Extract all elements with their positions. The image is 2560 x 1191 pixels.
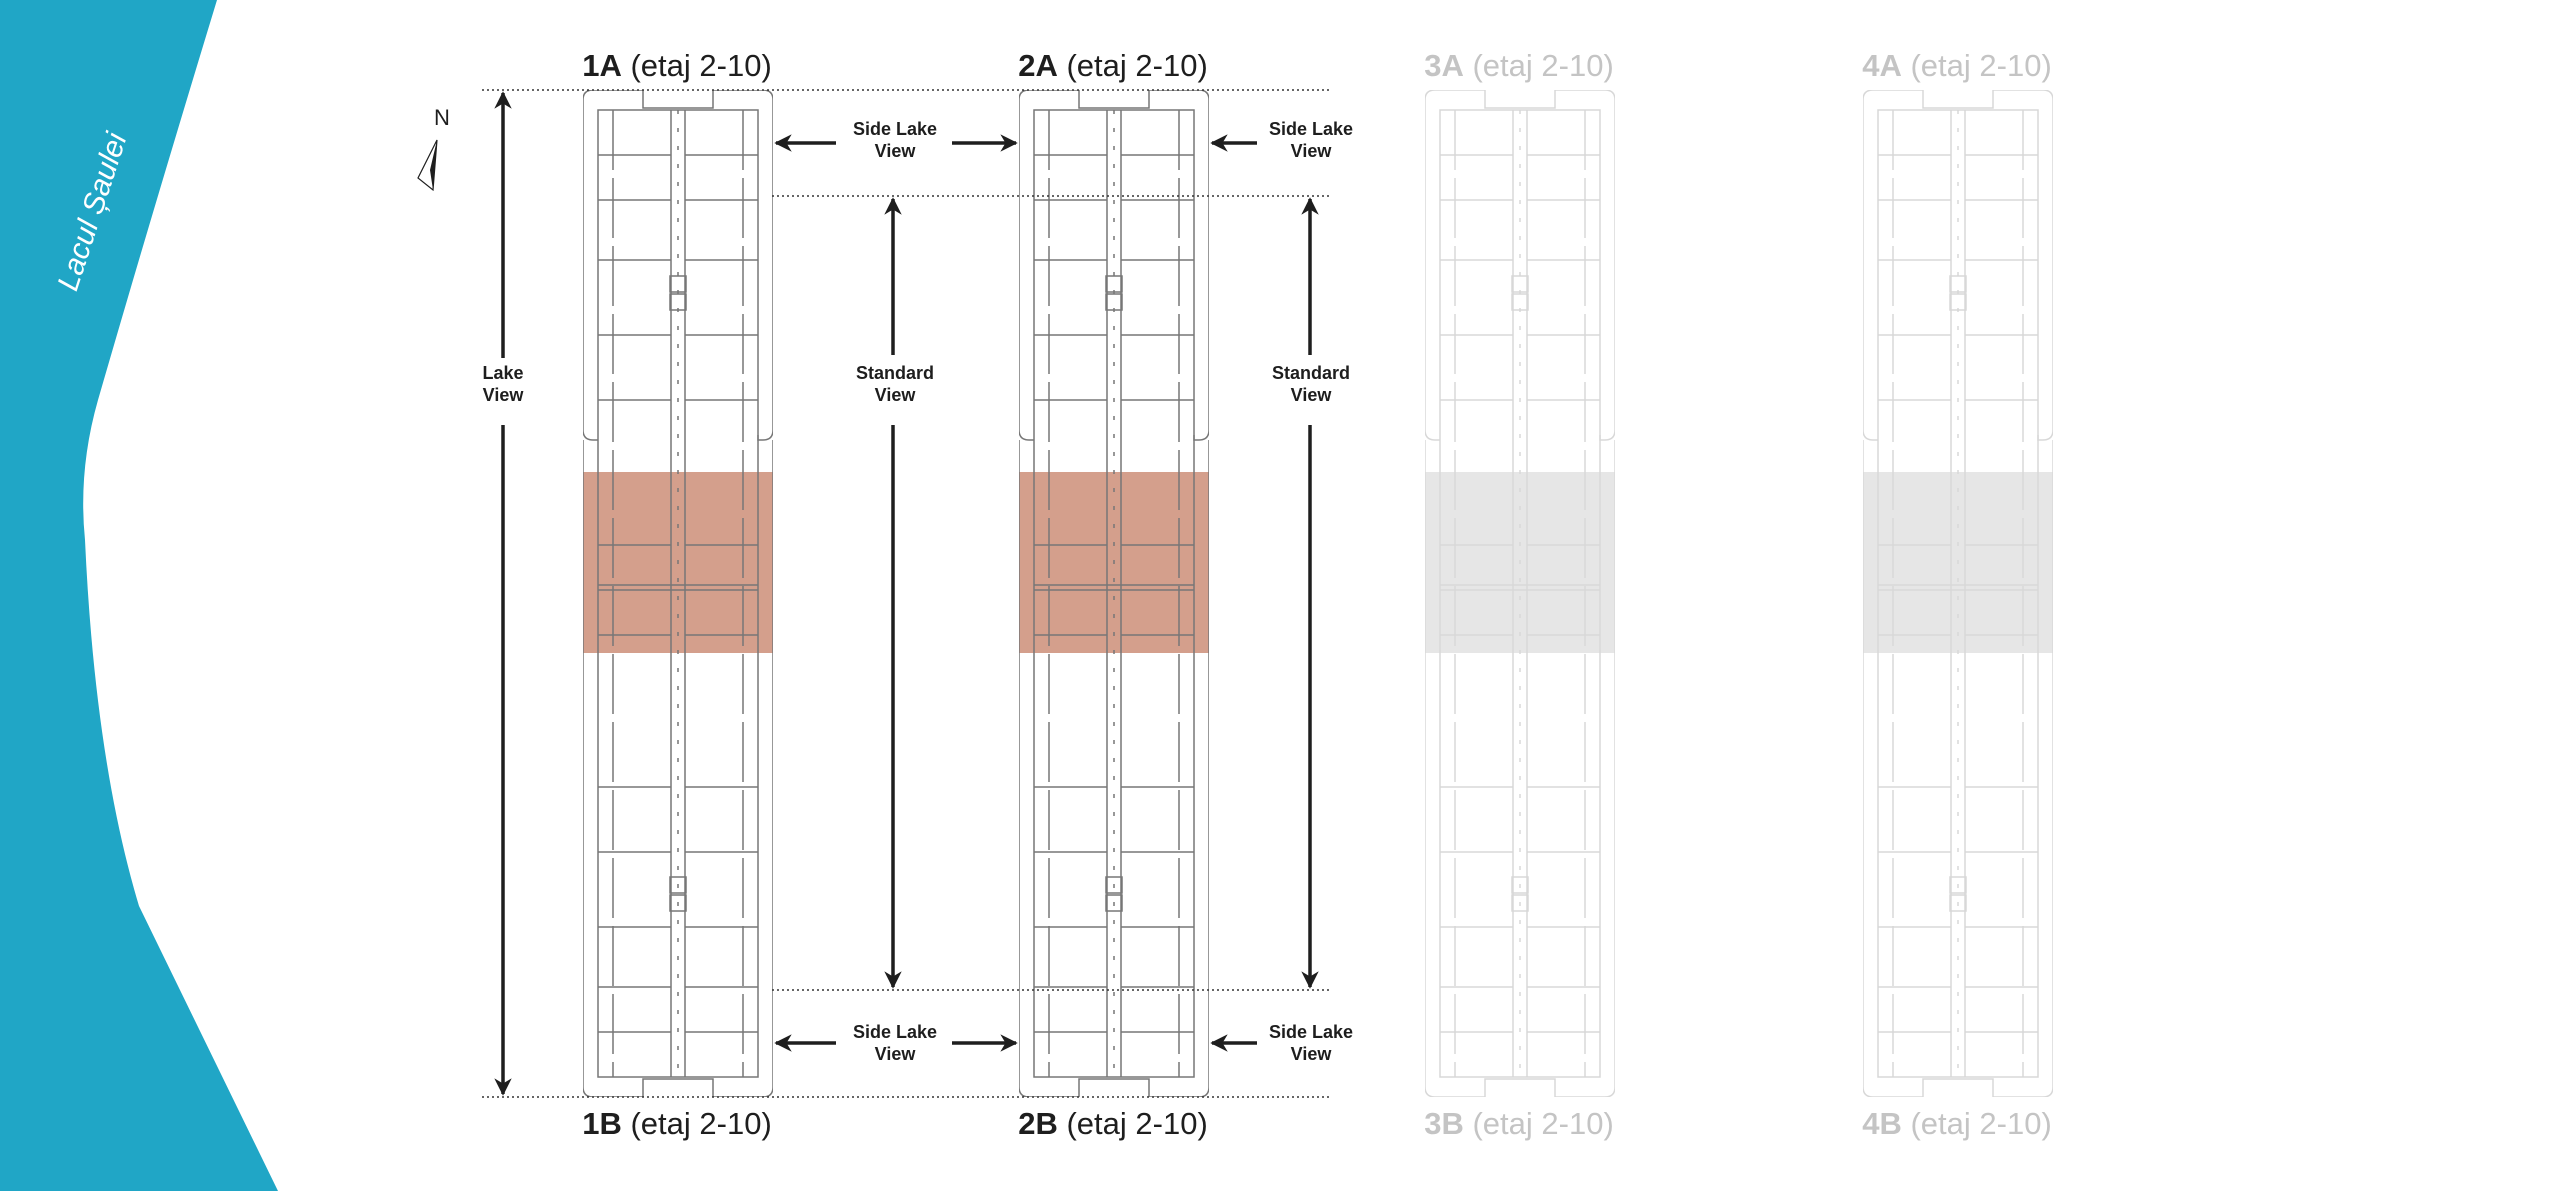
building-3b-title: 3B (etaj 2-10) (1424, 1106, 1614, 1142)
label-line: View (874, 141, 916, 161)
building-code: 1A (582, 48, 622, 83)
floor-range: (etaj 2-10) (1472, 1106, 1614, 1141)
compass-label: N (434, 105, 450, 130)
label-line: Side Lake (852, 119, 938, 139)
label-line: View (1290, 141, 1332, 161)
label-line: View (874, 385, 916, 405)
label-line: View (1290, 385, 1332, 405)
label-line: Side Lake (852, 1022, 938, 1042)
view-arrows (494, 91, 1319, 1096)
label-line: Standard (855, 363, 935, 383)
lake-shape (0, 0, 278, 1191)
building-4b-title: 4B (etaj 2-10) (1862, 1106, 2052, 1142)
floor-range: (etaj 2-10) (1472, 48, 1614, 83)
floor-range: (etaj 2-10) (630, 1106, 772, 1141)
building-4a-title: 4A (etaj 2-10) (1862, 48, 2052, 84)
building-code: 3B (1424, 1106, 1464, 1141)
label-line: View (1290, 1044, 1332, 1064)
label-line: Lake (482, 363, 524, 383)
floor-range: (etaj 2-10) (1066, 1106, 1208, 1141)
building-code: 2A (1018, 48, 1058, 83)
building-code: 4B (1862, 1106, 1902, 1141)
floor-range: (etaj 2-10) (1910, 1106, 2052, 1141)
building-code: 3A (1424, 48, 1464, 83)
building-1b-title[interactable]: 1B (etaj 2-10) (582, 1106, 772, 1142)
label-line: Standard (1271, 363, 1351, 383)
north-arrow-icon (417, 139, 438, 192)
building-2a-title[interactable]: 2A (etaj 2-10) (1018, 48, 1208, 84)
label-line: View (874, 1044, 916, 1064)
building-3a-title: 3A (etaj 2-10) (1424, 48, 1614, 84)
floor-range: (etaj 2-10) (630, 48, 772, 83)
label-line: View (482, 385, 524, 405)
building-code: 1B (582, 1106, 622, 1141)
floor-range: (etaj 2-10) (1910, 48, 2052, 83)
building-2b-title[interactable]: 2B (etaj 2-10) (1018, 1106, 1208, 1142)
floor-range: (etaj 2-10) (1066, 48, 1208, 83)
dotted-guides (482, 89, 1331, 1098)
label-line: Side Lake (1268, 119, 1354, 139)
building-code: 4A (1862, 48, 1902, 83)
label-line: Side Lake (1268, 1022, 1354, 1042)
building-1a-title[interactable]: 1A (etaj 2-10) (582, 48, 772, 84)
building-code: 2B (1018, 1106, 1058, 1141)
